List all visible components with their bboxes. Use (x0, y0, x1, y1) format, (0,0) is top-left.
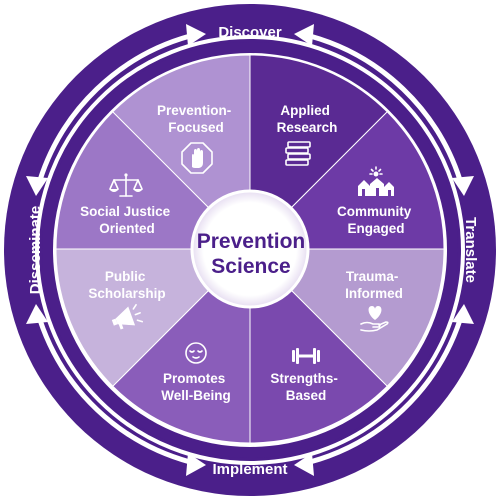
arrow-implement-right (307, 317, 463, 465)
arrowhead-5 (452, 304, 474, 324)
cycle-arrows (37, 33, 463, 465)
arrow-implement-left (37, 317, 193, 465)
cycle-label-translate: Translate (462, 217, 479, 283)
segment-label-line: Prevention- (157, 103, 231, 118)
segment-label-line: Focused (168, 120, 224, 135)
segment-label-line: Research (277, 120, 338, 135)
segment-label-line: Oriented (99, 221, 155, 236)
segment-label-line: Trauma- (346, 269, 399, 284)
segment-label-public-scholarship: Public Scholarship (88, 269, 165, 301)
arrow-discover-right (307, 33, 463, 183)
arrowhead-6 (294, 453, 314, 476)
segment-label-line: Scholarship (88, 286, 165, 301)
cycle-arrowheads (26, 24, 474, 476)
segment-labels: Applied Research Community Engaged Traum… (80, 103, 415, 403)
segment-label-promotes-well-being: Promotes Well-Being (161, 371, 231, 403)
segment-label-line: Well-Being (161, 388, 231, 403)
segment-label-line: Public (105, 269, 146, 284)
segment-label-line: Social Justice (80, 204, 171, 219)
center-circle (190, 189, 310, 309)
center-title-line2: Science (211, 255, 290, 278)
houses-sun-icon (358, 166, 394, 196)
segment-label-community-engaged: Community Engaged (337, 204, 415, 236)
arrowhead-3 (294, 24, 314, 46)
arrow-discover-left (37, 33, 193, 183)
segment-label-line: Strengths- (270, 371, 338, 386)
segment-label-line: Community (337, 204, 412, 219)
arrowhead-1 (186, 24, 206, 46)
scales-icon (109, 173, 143, 197)
segment-label-prevention-focused: Prevention- Focused (157, 103, 235, 135)
stop-hand-icon (181, 142, 213, 174)
cycle-label-disseminate: Disseminate (27, 206, 44, 294)
segment-label-trauma-informed: Trauma- Informed (345, 269, 403, 301)
segment-label-line: Engaged (347, 221, 404, 236)
cycle-label-implement: Implement (212, 461, 287, 478)
segment-label-line: Promotes (163, 371, 225, 386)
arrowhead-7 (26, 304, 48, 324)
segment-label-applied-research: Applied Research (277, 103, 338, 135)
heart-hand-icon (360, 306, 389, 332)
cycle-label-discover: Discover (218, 24, 282, 41)
books-icon (285, 141, 311, 166)
arrowhead-4 (452, 176, 474, 196)
center-title-line1: Prevention (197, 230, 306, 253)
segment-label-social-justice-oriented: Social Justice Oriented (80, 204, 174, 236)
segment-label-line: Informed (345, 286, 403, 301)
segment-label-strengths-based: Strengths- Based (270, 371, 341, 403)
arrowhead-2 (26, 176, 48, 196)
arrow-channel (35, 35, 465, 465)
segment-label-line: Based (286, 388, 327, 403)
calm-face-icon (185, 342, 207, 364)
megaphone-icon (111, 303, 144, 330)
segment-label-line: Applied (280, 103, 330, 118)
dumbbell-icon (292, 348, 320, 364)
arrowhead-8 (186, 453, 206, 476)
